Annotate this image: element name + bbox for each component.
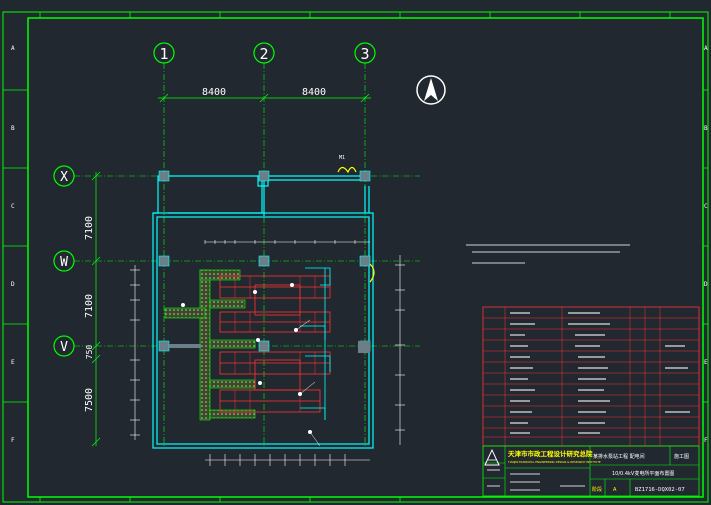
cable-trays [300,267,331,420]
version: A [613,487,617,493]
design-notes [466,244,630,264]
drawing-number: BZ1716-DQX02-07 [635,487,685,493]
company-logo-icon [484,448,500,466]
building-walls [152,175,374,449]
grid-bubble-1 [153,42,175,64]
equipment-cabinets [219,275,331,413]
dimension-text: 7500 [84,388,95,412]
grid-bubble-v [53,335,75,357]
left-zone-mark: B [11,125,15,132]
dimension-text: 7100 [84,216,95,240]
cable-entry-bottom [205,454,370,466]
right-zone-mark: B [704,125,708,132]
left-zone-mark: A [11,45,15,52]
dimension-text: 8400 [302,87,326,98]
grid-label-1: 1 [159,45,168,63]
cable-entry-left [130,265,140,440]
equipment-table [482,306,700,447]
cable-entry-top [204,240,370,244]
right-zone-mark: A [704,45,708,52]
cable-trench [164,269,256,421]
grid-label-w: W [60,255,68,270]
door-symbols [337,166,375,283]
left-zone-mark: F [11,437,15,444]
left-zone-mark: D [11,281,15,288]
grid-bubble-w [53,250,75,272]
right-zone-mark: C [704,203,708,210]
grid-label-x: X [60,170,68,185]
project-name: 某排水泵站工程 配电间 [593,453,645,460]
grid-bubble-3 [354,42,376,64]
title-block: 天津市市政工程设计研究总院 TIANJIN MUNICIPAL ENGINEER… [482,445,700,497]
left-zone-mark: C [11,203,15,210]
callout-leaders [295,319,321,447]
column-grid: 1 2 3 [153,42,376,448]
dimension-text: 750 [85,345,94,360]
left-zone-mark: E [11,359,15,366]
north-arrow-icon [416,75,446,105]
stage-short: 阶段 [592,486,602,493]
top-ticks [39,12,671,502]
dimension-text: 8400 [202,87,226,98]
right-zone-mark: D [704,281,708,288]
cable-entry-right [395,255,405,445]
grid-label-v: V [60,340,68,355]
grid-label-3: 3 [360,45,369,63]
grid-bubble-x [53,165,75,187]
dimension-text: 7100 [84,294,95,318]
stage-label: 施工图 [674,453,689,460]
grid-bubble-2 [253,42,275,64]
vertical-dimensions [91,171,101,447]
right-zone-mark: E [704,359,708,366]
grid-label-2: 2 [259,45,268,63]
side-zone-ticks [3,89,708,403]
sheet-border-inner [27,17,704,498]
cabinet-dividers [234,276,316,412]
company-name: 天津市市政工程设计研究总院 [508,449,593,458]
company-name-en: TIANJIN MUNICIPAL ENGINEERING DESIGN & R… [507,460,601,464]
door-tag: M1 [339,155,345,161]
bus-bars [169,341,370,353]
callout-markers [181,283,312,434]
horizontal-dimensions [158,93,371,103]
right-zone-mark: F [704,437,708,444]
drawing-title: 10/0.4kV变电所平面布置图 [612,470,674,477]
sheet-border-outer [2,11,709,503]
